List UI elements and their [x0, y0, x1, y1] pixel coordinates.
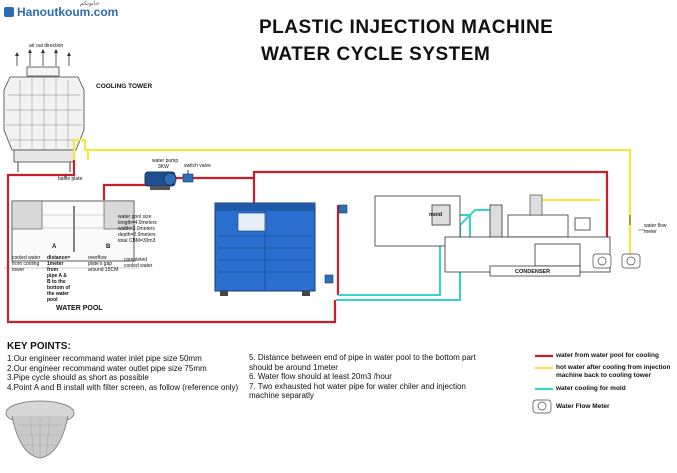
legend-yellow-line: hot water after cooling from injection [556, 364, 671, 371]
overflow-line: plate's gap [88, 261, 113, 267]
valve-icons [324, 204, 348, 284]
filter-screen-illustration [5, 400, 75, 459]
switch-valve-icon [182, 170, 194, 183]
key-point-item: should be around 1meter [249, 362, 338, 372]
distance-line: B to the [47, 279, 66, 285]
distance-line: distance= [47, 255, 71, 261]
cooled-water-line: tower [12, 267, 25, 273]
water-flow-meter-label: water flow meter [644, 223, 667, 235]
legend-red-label: water from water pool for cooling [556, 352, 659, 359]
water-pump-label: water pump [152, 158, 179, 164]
key-points-right: 5. Distance between end of pipe in water… [249, 353, 499, 401]
mold-label: mold [429, 212, 443, 218]
distance-line: the water [47, 291, 69, 297]
pool-size-line: depth=2.0meters [118, 232, 156, 238]
air-out-label: air out direction [29, 43, 64, 49]
point-b-label: B [106, 244, 111, 250]
legend-meter-icon [532, 399, 552, 414]
legend-cyan-label: water cooling for mold [556, 385, 626, 392]
pool-size-line: width=3.0meters [118, 226, 155, 232]
overflow-line: overflow [88, 255, 107, 261]
flow-meter-icons [592, 253, 641, 269]
condenser-label: CONDENSER [515, 269, 551, 275]
point-a-label: A [52, 244, 57, 250]
distance-info: distance= 1meter from pipe A & B to the … [47, 255, 70, 303]
pool-size-line: length=4.0meters [118, 220, 157, 226]
distance-line: from [47, 267, 59, 273]
distance-line: bottom of [47, 285, 71, 291]
distance-line: pool [47, 297, 58, 303]
key-point-item: 1.Our engineer recommand water inlet pip… [7, 354, 202, 363]
page-title-line2: WATER CYCLE SYSTEM [261, 44, 491, 65]
page-title-line1: PLASTIC INJECTION MACHINE [259, 17, 554, 38]
injection-machine [374, 194, 611, 277]
key-point-item: 5. Distance between end of pipe in water… [249, 353, 476, 362]
water-pump-power: 3KW [158, 164, 169, 170]
completed-line: completed [124, 257, 148, 263]
cooling-tower-label: COOLING TOWER [96, 83, 153, 90]
water-chiller [214, 202, 316, 296]
logo-icon [4, 7, 14, 17]
key-point-item: machine separatly [249, 391, 314, 400]
legend-yellow-line: machine back to cooling tower [556, 372, 651, 379]
key-points-left: 1.Our engineer recommand water inlet pip… [7, 354, 247, 392]
key-point-item: 4.Point A and B install with filter scre… [7, 382, 239, 392]
logo-text: Hanoutkoum.com [17, 5, 119, 19]
key-point-item: 2.Our engineer recommand water outlet pi… [7, 363, 207, 373]
key-point-item: 6. Water flow should at least 20m3 /hour [249, 372, 392, 381]
key-point-item: 3.Pipe cycle should as short as possible [7, 373, 149, 382]
switch-valve-label: switch valve [184, 163, 211, 169]
legend-yellow-label: hot water after cooling from injection m… [556, 364, 670, 380]
distance-line: 1meter [47, 261, 64, 267]
key-points-heading: KEY POINTS: [7, 341, 71, 352]
overflow-line: around 15CM [88, 267, 119, 273]
pool-size-info: water pool size length=4.0meters width=3… [118, 214, 157, 244]
overflow-info: overflow plate's gap around 15CM [88, 255, 118, 273]
cooled-water-line: cooled water [12, 255, 41, 261]
logo-arabic: حانوتكم [80, 1, 100, 7]
water-pool-label: WATER POOL [56, 305, 103, 312]
distance-line: pipe A & [47, 273, 67, 279]
cooling-tower [3, 49, 85, 172]
completed-info: completed cooled water [124, 257, 152, 269]
legend-meter-label: Water Flow Meter [556, 403, 610, 410]
water-pump [144, 171, 177, 190]
pool-size-line: water pool size [118, 214, 152, 220]
cooled-water-line: from cooling [12, 261, 40, 267]
pool-size-line: total CBM=30m3 [118, 238, 156, 244]
water-pool [4, 200, 140, 269]
baffle-plate-label: baffle plate [58, 176, 83, 182]
legend-lines [535, 354, 553, 391]
key-point-item: 7. Two exhausted hot water pipe for wate… [249, 381, 466, 391]
red-pipes [6, 160, 609, 324]
completed-line: cooled water [124, 263, 153, 269]
cooled-water-info: cooled water from cooling tower [12, 255, 40, 273]
